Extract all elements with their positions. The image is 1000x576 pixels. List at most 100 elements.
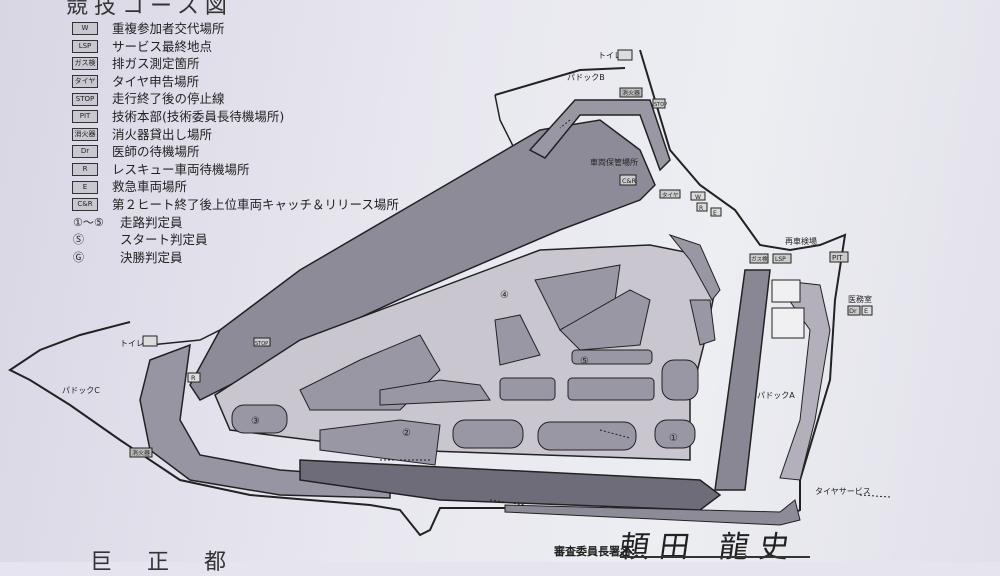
legend-label: 医師の待機場所 [112,144,200,160]
r-marker [187,372,201,383]
paddock-b-track [528,99,671,172]
page-title: 競技コース図 [66,0,233,19]
right-track-band [714,269,771,491]
legend-item: LSP サービス最終地点 [72,38,399,56]
extinguisher-marker [619,87,643,98]
medical-label: 医務室 [848,294,872,304]
r-label: R [699,205,703,212]
vehicle-storage-label: 車両保管場所 [590,157,638,167]
infield-islands [231,233,721,466]
tire-label: タイヤ [662,191,679,199]
signature-label: 審査委員長署名: [554,545,636,558]
legend-key: R [72,163,98,177]
e-label: E [713,210,717,217]
legend-key: C&R [72,198,98,212]
marshal-4: ④ [500,290,509,301]
toilet-label: トイレ [598,51,622,60]
dr-marker [847,305,861,316]
toilet-icon [617,49,633,61]
w-label: W [695,194,701,201]
handwritten-note: 巨 正 都 [90,550,240,575]
legend-key: W [72,22,98,36]
stop-label: STOP [255,341,268,347]
cr-marker [619,174,637,186]
legend-key: 消火器 [72,127,98,141]
tire-service-label: タイヤサービス [815,487,871,496]
paddock-a-label: パドックA [757,391,795,400]
legend-key: Ⓢ [73,233,84,247]
e-marker [710,207,722,217]
right-paddock-band [773,279,831,481]
e-marker [861,305,873,316]
legend-label: 決勝判定員 [120,249,183,265]
legend-label: レスキュー車両待機場所 [112,161,250,177]
course-map: トイレ パドックB 消火器 STOP 車両保管場所 C&R タイヤ W R E … [8,49,891,537]
extinguisher-label: 消火器 [622,89,640,97]
legend-item: R レスキュー車両待機場所 [72,161,399,179]
legend-label: タイヤ申告場所 [112,73,200,89]
extinguisher-marker [129,447,153,458]
dr-label: Dr [849,307,857,315]
legend-key: PIT [72,110,98,124]
building [771,279,801,303]
legend-label: サービス最終地点 [112,38,213,54]
legend-label: 走行終了後の停止線 [112,91,225,107]
w-marker [690,191,706,201]
legend-key: ①〜⑤ [73,215,104,229]
legend-label: 技術本部(技術委員長待機場所) [112,108,285,124]
pit-label: PIT [832,254,843,262]
legend-label: 排ガス測定箇所 [112,56,200,72]
bottom-strip [504,499,801,526]
extinguisher-label: 消火器 [132,449,150,457]
legend-item: 消火器消火器貸出し場所 [72,126,399,144]
tire-marker [659,189,681,199]
legend-label: 第２ヒート終了後上位車両キャッチ＆リリース場所 [112,196,399,212]
legend-item: E 救急車両場所 [72,178,399,196]
marshal-1: ① [669,433,678,444]
legend-item: STOP 走行終了後の停止線 [72,90,399,108]
legend-key: Ⓖ [73,251,84,265]
stop-label: STOP [654,102,667,108]
gas-label: ガス検 [751,255,768,263]
marshal-5: ⑤ [580,356,589,367]
lsp-marker [772,253,792,264]
legend: W 重複参加者交代場所 LSP サービス最終地点 ガス検排ガス測定箇所 タイヤタイヤ… [72,20,399,266]
signature-line [620,556,810,558]
legend-item: PIT 技術本部(技術委員長待機場所) [72,108,399,126]
legend-key: STOP [72,92,98,106]
toilet-label: トイレ [120,339,144,348]
legend-label: 重複参加者交代場所 [112,21,225,36]
legend-label: 消火器貸出し場所 [112,126,213,142]
legend-item: W 重複参加者交代場所 [72,20,399,38]
toilet-icon [142,335,158,347]
stop-marker [652,98,666,109]
stop-marker [253,337,271,347]
gas-marker [749,253,769,264]
legend-label: 走路判定員 [120,214,183,230]
legend-key: LSP [72,39,98,53]
direction-arrows [380,119,891,506]
lsp-label: LSP [775,256,786,263]
signature: 頼田 龍史 [617,530,802,565]
legend-label: 救急車両場所 [112,179,188,195]
marshal-2: ② [402,428,411,439]
building [771,307,805,339]
pit-marker [829,251,849,263]
paddock-c-label: パドックC [62,386,100,395]
e-label: E [864,307,868,315]
legend-key: Dr [72,145,98,159]
reinspection-label: 再車検場 [785,236,817,246]
legend-key: ガス検 [72,57,98,71]
marshal-3: ③ [251,416,260,427]
r-marker [696,202,708,212]
legend-item: タイヤタイヤ申告場所 [72,73,399,91]
legend-key: タイヤ [72,75,98,89]
r-label: R [191,374,196,382]
legend-item: Ⓖ 決勝判定員 [72,249,399,267]
legend-item: Ⓢ スタート判定員 [72,231,399,249]
legend-item: Dr 医師の待機場所 [72,143,399,161]
legend-key: E [72,180,98,194]
legend-item: ガス検排ガス測定箇所 [72,55,399,73]
legend-label: スタート判定員 [120,232,208,248]
legend-item: C&R 第２ヒート終了後上位車両キャッチ＆リリース場所 [72,196,399,214]
